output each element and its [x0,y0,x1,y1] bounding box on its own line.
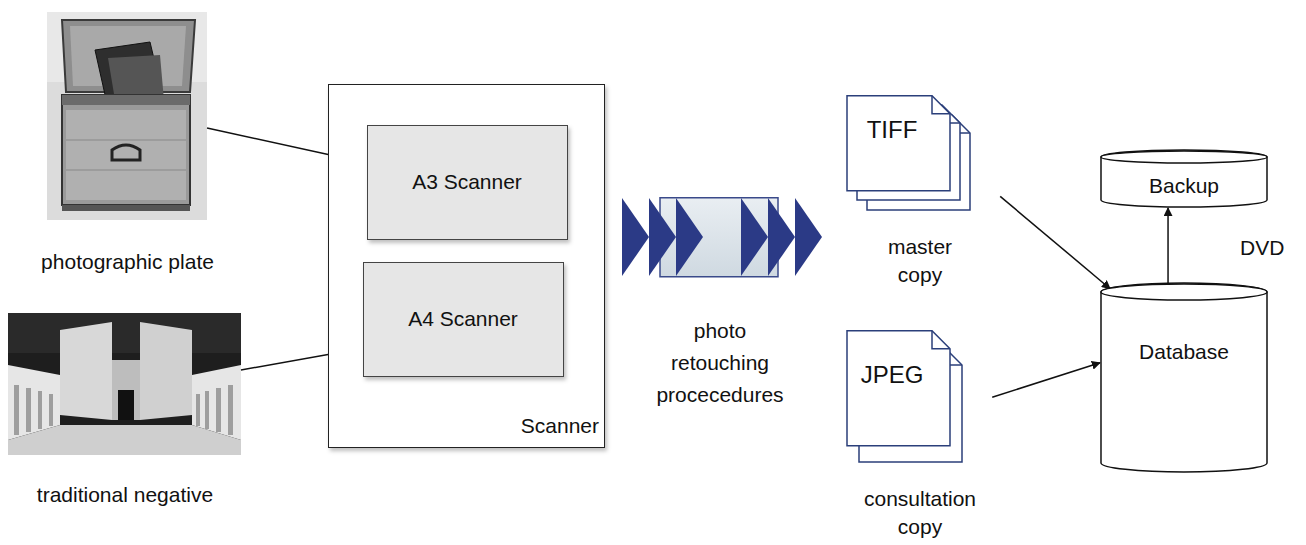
node-label: JPEG [847,360,937,390]
negative-photo [8,313,241,455]
node-label: traditional negative [5,481,245,509]
node-label: A4 Scanner [364,305,562,333]
backup-cylinder: Backup [1100,150,1268,208]
node-outline [1100,283,1268,473]
process-box: photo retouching procecedures [630,197,810,437]
document-stack: JPEG consultation copy [845,330,1005,540]
flow-arrow [992,363,1100,397]
node-label: Backup [1100,172,1268,200]
node-label: Database [1100,338,1268,366]
node-label: Scanner [479,412,599,440]
node-label: photographic plate [20,248,235,276]
media-label: DVD [1240,234,1284,262]
document-stack: TIFF master copy [845,95,1005,290]
node-label: master copy [875,233,965,289]
database-cylinder: Database [1100,283,1268,473]
flow-arrow [1000,196,1110,288]
scanner-group: Scanner A3 Scanner A4 Scanner [328,84,605,448]
flow-arrow [1167,208,1169,283]
node-label: photo retouching procecedures [650,315,790,411]
node-label: TIFF [847,115,937,145]
photo-source: traditional negative [5,313,245,513]
scanner-box: A3 Scanner [367,125,568,240]
node-label: consultation copy [850,485,990,541]
photo-source: photographic plate [20,12,235,282]
node-label: A3 Scanner [368,168,566,196]
plate-box-photo [47,12,207,220]
scanner-box: A4 Scanner [363,262,564,377]
